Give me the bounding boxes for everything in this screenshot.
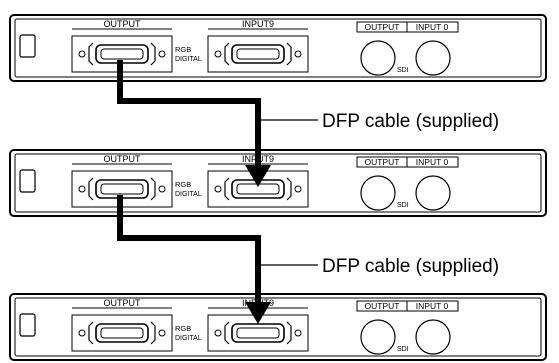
sdi-output-label: OUTPUT bbox=[365, 22, 400, 32]
sdi-input-bnc-connector bbox=[415, 40, 451, 76]
sdi-caption: SDI bbox=[397, 202, 409, 209]
sdi-input-label-box bbox=[406, 21, 459, 33]
cable-path bbox=[117, 195, 261, 302]
sdi-output-bnc-connector bbox=[360, 319, 396, 355]
output-dvi-connector bbox=[78, 42, 166, 66]
cable-label: DFP cable (supplied) bbox=[322, 256, 499, 277]
sdi-caption: SDI bbox=[397, 346, 409, 353]
connector-caption-rgb: RGB bbox=[175, 45, 191, 54]
connector-caption-digital: DIGITAL bbox=[175, 335, 202, 342]
cable-arrowhead bbox=[245, 302, 271, 324]
input9-dvi-connector bbox=[214, 321, 302, 345]
dfp-cable-2: DFP cable (supplied) bbox=[117, 195, 499, 324]
cable-arrowhead bbox=[245, 165, 271, 187]
sdi-input-label: INPUT 0 bbox=[416, 157, 449, 167]
output-group-label: OUTPUT bbox=[104, 298, 142, 308]
rack-unit-1: OUTPUT RGB DIGITAL INPUT9 OUTPUT INPUT bbox=[9, 14, 547, 82]
sdi-input-label: INPUT 0 bbox=[416, 301, 449, 311]
unit-handle bbox=[19, 169, 36, 193]
cable-label: DFP cable (supplied) bbox=[322, 111, 499, 132]
rack-unit-3: OUTPUT RGB DIGITAL INPUT9 OUTPUT INPUT 0 bbox=[9, 293, 547, 361]
sdi-output-bnc-connector bbox=[360, 175, 396, 211]
output-group-label: OUTPUT bbox=[104, 19, 142, 29]
cable-path bbox=[117, 60, 261, 165]
sdi-input-label-box bbox=[406, 156, 459, 168]
input9-dvi-connector bbox=[214, 42, 302, 66]
sdi-output-label: OUTPUT bbox=[365, 301, 400, 311]
output-dvi-connector bbox=[78, 321, 166, 345]
connector-caption-digital: DIGITAL bbox=[175, 56, 202, 63]
unit-panel-inner bbox=[14, 18, 542, 78]
unit-handle bbox=[19, 313, 36, 337]
unit-panel-inner bbox=[14, 153, 542, 213]
sdi-caption: SDI bbox=[397, 67, 409, 74]
sdi-output-bnc-connector bbox=[360, 40, 396, 76]
output-group-label: OUTPUT bbox=[104, 154, 142, 164]
unit-panel-inner bbox=[14, 297, 542, 357]
sdi-input-bnc-connector bbox=[415, 319, 451, 355]
input9-group-label: INPUT9 bbox=[242, 19, 274, 29]
output-dvi-connector bbox=[78, 177, 166, 201]
input9-dvi-connector bbox=[214, 177, 302, 201]
sdi-input-label-box bbox=[406, 300, 459, 312]
connector-caption-digital: DIGITAL bbox=[175, 191, 202, 198]
sdi-input-label: INPUT 0 bbox=[416, 22, 449, 32]
dfp-cable-1: DFP cable (supplied) bbox=[117, 60, 499, 187]
unit-handle bbox=[19, 34, 36, 58]
connector-caption-rgb: RGB bbox=[175, 324, 191, 333]
rack-unit-2: OUTPUT RGB DIGITAL INPUT9 OUTPUT INPUT 0 bbox=[9, 149, 547, 217]
sdi-output-label: OUTPUT bbox=[365, 157, 400, 167]
sdi-input-bnc-connector bbox=[415, 175, 451, 211]
connector-caption-rgb: RGB bbox=[175, 180, 191, 189]
